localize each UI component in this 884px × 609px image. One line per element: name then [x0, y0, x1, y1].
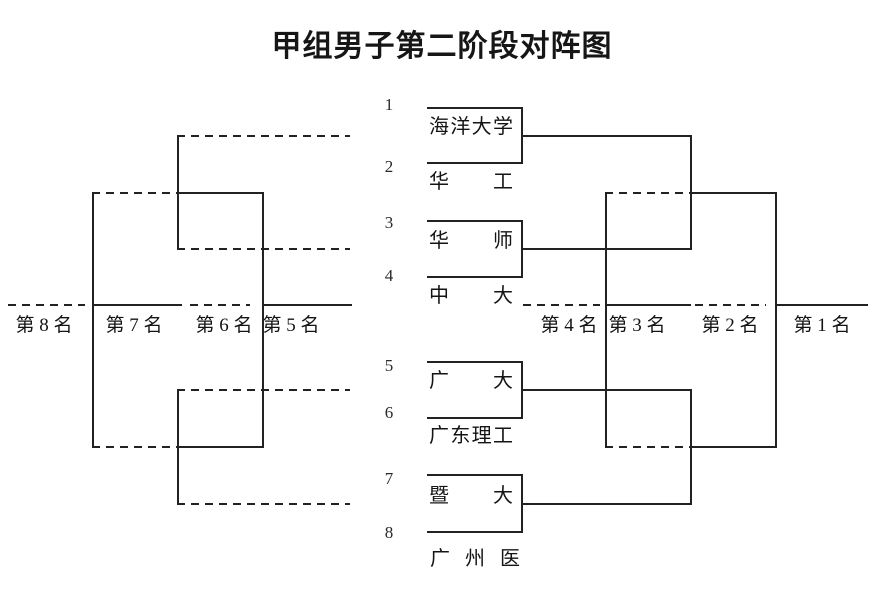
placement-label-6: 第 6 名 [195, 315, 253, 336]
semifinal-top-winner-line [690, 192, 777, 194]
placement-label-5: 第 5 名 [262, 315, 320, 336]
match-1-2-bottom-line [427, 162, 523, 164]
team-name-7: 暨大 [429, 485, 513, 507]
semifinal-bottom-winner-line [690, 446, 777, 448]
match-1-2-loser-line [177, 135, 350, 137]
seventh-place-match-vertical [92, 192, 94, 448]
seed-number-6: 6 [384, 403, 394, 422]
placement-label-4: 第 4 名 [540, 315, 598, 336]
placement-label-7: 第 7 名 [105, 315, 163, 336]
place-1-line [775, 304, 868, 306]
semifinal-top-loser-line [605, 192, 690, 194]
match-1-2-top-line [427, 107, 523, 109]
semifinal-bottom-loser-line [605, 446, 690, 448]
placement-label-1: 第 1 名 [793, 315, 851, 336]
match-3-4-top-line [427, 220, 523, 222]
seed-number-3: 3 [384, 213, 394, 232]
seed-number-1: 1 [384, 95, 394, 114]
match-7-8-loser-line [177, 503, 350, 505]
match-3-4-bottom-line [427, 276, 523, 278]
match-5-6-bottom-line [427, 417, 523, 419]
fifth-place-match-vertical [262, 192, 264, 448]
team-name-1: 海洋大学 [429, 116, 513, 138]
placement-label-8: 第 8 名 [15, 315, 73, 336]
consolation-bottom-winner-line [177, 446, 264, 448]
match-7-8-top-line [427, 474, 523, 476]
placement-label-2: 第 2 名 [701, 315, 759, 336]
place-6-line [190, 304, 250, 306]
match-1-2-winner-line [521, 135, 692, 137]
team-name-4: 中大 [429, 285, 513, 307]
team-name-2: 华工 [429, 171, 513, 193]
team-name-6: 广东理工 [429, 425, 513, 447]
team-name-5: 广大 [429, 370, 513, 392]
placement-label-3: 第 3 名 [608, 315, 666, 336]
final-match-vertical [775, 192, 777, 448]
place-4-line [523, 304, 600, 306]
page-title: 甲组男子第二阶段对阵图 [271, 30, 613, 63]
seed-number-2: 2 [384, 157, 394, 176]
place-5-line [262, 304, 352, 306]
third-place-match-vertical [605, 192, 607, 448]
match-7-8-bottom-line [427, 531, 523, 533]
place-7-line [92, 304, 182, 306]
match-5-6-top-line [427, 361, 523, 363]
seed-number-8: 8 [384, 523, 394, 542]
seed-number-7: 7 [384, 469, 394, 488]
place-3-line [605, 304, 691, 306]
seed-number-4: 4 [384, 266, 394, 285]
match-7-8-winner-line [521, 503, 692, 505]
seed-number-5: 5 [384, 356, 394, 375]
place-2-line [695, 304, 766, 306]
consolation-bottom-loser-line [92, 446, 177, 448]
place-8-line [8, 304, 85, 306]
team-name-3: 华师 [429, 230, 513, 252]
team-name-8: 广州医 [430, 548, 520, 570]
consolation-top-winner-line [177, 192, 264, 194]
consolation-top-loser-line [92, 192, 177, 194]
